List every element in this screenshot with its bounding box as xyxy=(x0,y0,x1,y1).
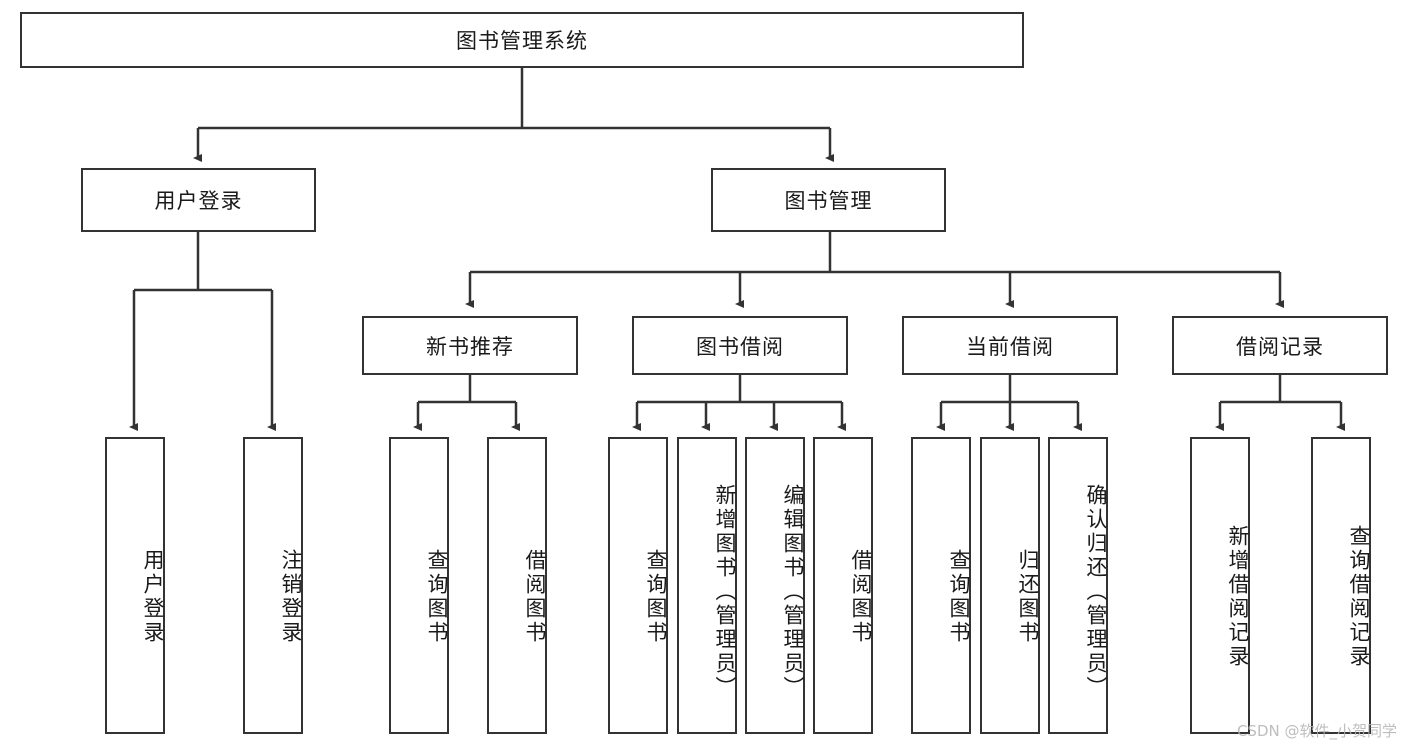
leaf-book-borrow-borrow[interactable]: 借阅图书 xyxy=(813,437,873,734)
node-book-management[interactable]: 图书管理 xyxy=(711,168,946,232)
leaf-user-login-login[interactable]: 用户登录 xyxy=(105,437,165,734)
csdn-watermark: CSDN @软件_小贺同学 xyxy=(1236,722,1397,740)
leaf-new-book-borrow[interactable]: 借阅图书 xyxy=(487,437,547,734)
leaf-book-borrow-add[interactable]: 新增图书（管理员） xyxy=(677,437,737,734)
node-root-system[interactable]: 图书管理系统 xyxy=(20,12,1024,68)
leaf-borrow-record-add[interactable]: 新增借阅记录 xyxy=(1190,437,1250,734)
leaf-book-borrow-query[interactable]: 查询图书 xyxy=(608,437,668,734)
leaf-current-borrow-return[interactable]: 归还图书 xyxy=(980,437,1040,734)
node-book-borrow[interactable]: 图书借阅 xyxy=(632,316,848,375)
leaf-current-borrow-query[interactable]: 查询图书 xyxy=(911,437,971,734)
node-user-login[interactable]: 用户登录 xyxy=(81,168,316,232)
leaf-book-borrow-edit[interactable]: 编辑图书（管理员） xyxy=(745,437,805,734)
leaf-new-book-query[interactable]: 查询图书 xyxy=(389,437,449,734)
leaf-borrow-record-query[interactable]: 查询借阅记录 xyxy=(1311,437,1371,734)
node-new-book-recommend[interactable]: 新书推荐 xyxy=(362,316,578,375)
leaf-user-login-logout[interactable]: 注销登录 xyxy=(243,437,303,734)
leaf-current-borrow-confirm-return[interactable]: 确认归还（管理员） xyxy=(1048,437,1108,734)
node-current-borrow[interactable]: 当前借阅 xyxy=(902,316,1118,375)
node-borrow-record[interactable]: 借阅记录 xyxy=(1172,316,1388,375)
